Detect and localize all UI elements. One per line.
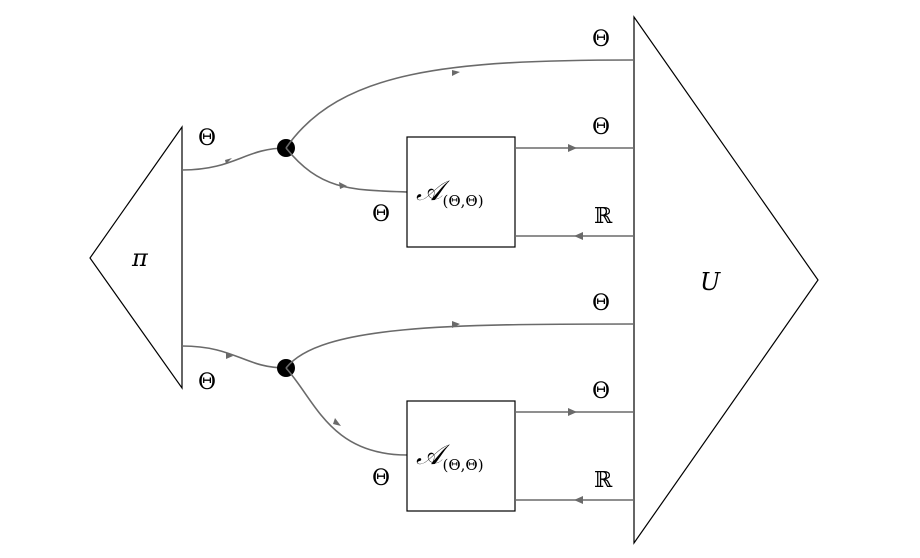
upper-to-box-wire (285, 147, 408, 193)
lower-to-utility-arrow (452, 321, 460, 328)
lower-prior-arrow (226, 352, 233, 359)
lower-box-return-arrow (574, 496, 583, 504)
upper-prior-wire (181, 147, 287, 171)
upper-prior-arrow (225, 158, 232, 164)
lower-to-utility-label: Θ (592, 291, 610, 316)
upper-to-box-arrow (339, 182, 347, 189)
lower-box-output-arrow (568, 408, 577, 416)
lower-box-output-label: Θ (592, 379, 610, 404)
upper-box-return-label: ℝ (594, 204, 613, 229)
lower-to-utility-wire (285, 323, 635, 369)
lower-prior-output-label: Θ (198, 370, 216, 395)
utility-label: U (700, 268, 721, 296)
lower-agent-box (406, 400, 516, 512)
utility-triangle: U (633, 15, 819, 545)
lower-to-box-wire (285, 367, 408, 456)
upper-to-utility-wire (285, 59, 635, 149)
lower-branch: Θ Θ Θ 𝒜(Θ,Θ) Θ ℝ (181, 291, 635, 512)
upper-box-return-arrow (574, 232, 583, 240)
upper-box-output-label: Θ (592, 115, 610, 140)
prior-triangle: π (89, 125, 183, 390)
lower-prior-wire (181, 345, 287, 369)
prior-label: π (131, 244, 149, 272)
upper-prior-output-label: Θ (198, 126, 216, 151)
lower-box-input-label: Θ (372, 466, 390, 491)
lower-box-return-label: ℝ (594, 468, 613, 493)
lower-agent-box-label: 𝒜(Θ,Θ) (416, 438, 484, 474)
upper-agent-box (406, 136, 516, 248)
upper-to-utility-arrow (452, 70, 460, 76)
upper-box-output-arrow (568, 144, 577, 152)
lower-to-box-arrow (333, 418, 341, 426)
upper-to-utility-label: Θ (592, 27, 610, 52)
upper-agent-box-label: 𝒜(Θ,Θ) (416, 174, 484, 210)
upper-branch: Θ Θ Θ 𝒜(Θ,Θ) Θ ℝ (181, 27, 635, 248)
lower-agent-subscript: (Θ,Θ) (443, 456, 484, 474)
upper-box-input-label: Θ (372, 202, 390, 227)
upper-agent-subscript: (Θ,Θ) (443, 192, 484, 210)
